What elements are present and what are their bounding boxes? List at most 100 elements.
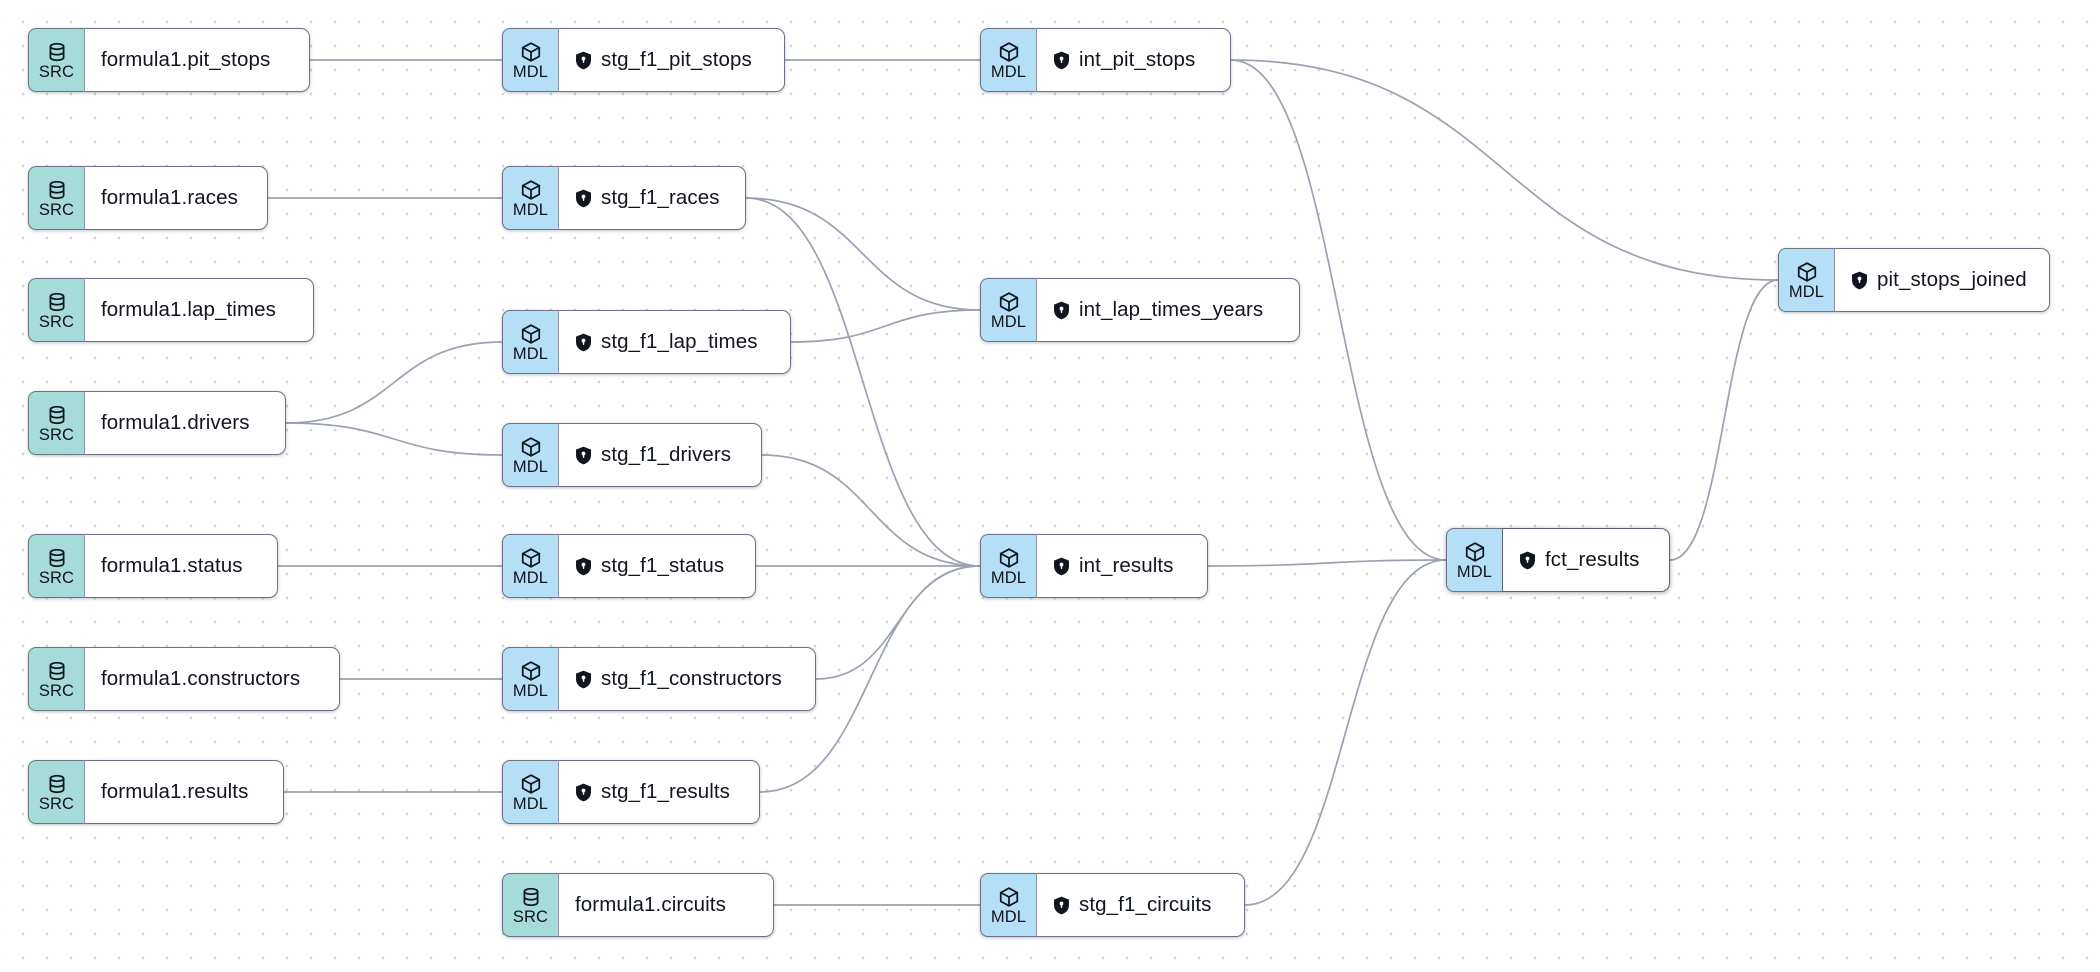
graph-edge-stg_races--int_lap_times_years (745, 197, 981, 311)
node-kind-label: SRC (38, 795, 75, 814)
cube-icon (1464, 541, 1486, 563)
node-kind-label: MDL (512, 682, 549, 701)
node-kind-label: MDL (512, 569, 549, 588)
graph-node-stg_circuits[interactable]: MDL stg_f1_circuits (980, 873, 1245, 937)
node-kind-badge-stg_results: MDL (502, 760, 558, 824)
node-body-stg_constructors[interactable]: stg_f1_constructors (558, 647, 816, 711)
node-body-int_pit_stops[interactable]: int_pit_stops (1036, 28, 1231, 92)
shield-icon (1053, 51, 1070, 70)
cube-icon (998, 547, 1020, 569)
node-kind-badge-src_drivers: SRC (28, 391, 84, 455)
node-kind-label: MDL (512, 795, 549, 814)
node-body-stg_pit_stops[interactable]: stg_f1_pit_stops (558, 28, 785, 92)
node-kind-label: MDL (512, 201, 549, 220)
node-label: int_results (1079, 553, 1174, 577)
graph-node-pit_stops_joined[interactable]: MDL pit_stops_joined (1778, 248, 2050, 312)
database-icon (46, 660, 68, 682)
node-body-src_constructors[interactable]: formula1.constructors (84, 647, 340, 711)
graph-node-src_constructors[interactable]: SRC formula1.constructors (28, 647, 340, 711)
node-body-pit_stops_joined[interactable]: pit_stops_joined (1834, 248, 2050, 312)
node-body-src_results[interactable]: formula1.results (84, 760, 284, 824)
database-icon (46, 404, 68, 426)
node-label: formula1.lap_times (101, 297, 276, 321)
graph-edge-stg_lap_times--int_lap_times_years (790, 309, 981, 343)
shield-icon (1053, 896, 1070, 915)
node-kind-label: SRC (38, 569, 75, 588)
node-body-src_drivers[interactable]: formula1.drivers (84, 391, 286, 455)
node-label: stg_f1_status (601, 553, 725, 577)
node-body-src_pit_stops[interactable]: formula1.pit_stops (84, 28, 310, 92)
graph-edge-stg_races--int_results (745, 197, 981, 567)
node-body-src_circuits[interactable]: formula1.circuits (558, 873, 774, 937)
node-kind-badge-src_results: SRC (28, 760, 84, 824)
node-kind-label: MDL (1788, 283, 1825, 302)
node-kind-label: MDL (512, 458, 549, 477)
node-kind-badge-stg_races: MDL (502, 166, 558, 230)
node-body-stg_races[interactable]: stg_f1_races (558, 166, 746, 230)
node-body-src_status[interactable]: formula1.status (84, 534, 278, 598)
shield-icon (1053, 557, 1070, 576)
node-kind-badge-int_lap_times_years: MDL (980, 278, 1036, 342)
node-body-stg_results[interactable]: stg_f1_results (558, 760, 760, 824)
shield-icon (575, 51, 592, 70)
graph-node-src_results[interactable]: SRC formula1.results (28, 760, 284, 824)
graph-node-src_circuits[interactable]: SRC formula1.circuits (502, 873, 774, 937)
node-kind-badge-src_status: SRC (28, 534, 84, 598)
node-body-stg_circuits[interactable]: stg_f1_circuits (1036, 873, 1245, 937)
node-label: formula1.pit_stops (101, 47, 271, 71)
node-kind-label: SRC (38, 682, 75, 701)
graph-node-src_status[interactable]: SRC formula1.status (28, 534, 278, 598)
graph-node-stg_races[interactable]: MDL stg_f1_races (502, 166, 746, 230)
node-kind-badge-pit_stops_joined: MDL (1778, 248, 1834, 312)
node-kind-label: SRC (512, 908, 549, 927)
graph-node-stg_constructors[interactable]: MDL stg_f1_constructors (502, 647, 816, 711)
database-icon (46, 41, 68, 63)
node-kind-badge-stg_status: MDL (502, 534, 558, 598)
node-kind-label: MDL (990, 908, 1027, 927)
node-body-fct_results[interactable]: fct_results (1502, 528, 1670, 592)
node-body-src_races[interactable]: formula1.races (84, 166, 268, 230)
graph-node-int_pit_stops[interactable]: MDL int_pit_stops (980, 28, 1231, 92)
cube-icon (520, 773, 542, 795)
cube-icon (998, 886, 1020, 908)
graph-edge-int_results--fct_results (1207, 559, 1447, 567)
shield-icon (575, 557, 592, 576)
node-label: stg_f1_races (601, 185, 720, 209)
node-body-int_lap_times_years[interactable]: int_lap_times_years (1036, 278, 1300, 342)
graph-edge-stg_circuits--fct_results (1244, 559, 1447, 906)
node-kind-label: SRC (38, 313, 75, 332)
node-label: formula1.races (101, 185, 238, 209)
shield-icon (1053, 301, 1070, 320)
shield-icon (1519, 551, 1536, 570)
node-kind-badge-src_constructors: SRC (28, 647, 84, 711)
graph-node-src_lap_times[interactable]: SRC formula1.lap_times (28, 278, 314, 342)
node-body-stg_lap_times[interactable]: stg_f1_lap_times (558, 310, 791, 374)
node-kind-badge-int_pit_stops: MDL (980, 28, 1036, 92)
node-kind-label: MDL (1456, 563, 1493, 582)
node-label: stg_f1_lap_times (601, 329, 758, 353)
node-body-stg_status[interactable]: stg_f1_status (558, 534, 756, 598)
graph-node-stg_drivers[interactable]: MDL stg_f1_drivers (502, 423, 762, 487)
node-kind-badge-src_races: SRC (28, 166, 84, 230)
database-icon (46, 773, 68, 795)
node-label: formula1.results (101, 779, 249, 803)
graph-edge-fct_results--pit_stops_joined (1669, 279, 1779, 561)
node-body-src_lap_times[interactable]: formula1.lap_times (84, 278, 314, 342)
graph-node-fct_results[interactable]: MDL fct_results (1446, 528, 1670, 592)
graph-node-stg_results[interactable]: MDL stg_f1_results (502, 760, 760, 824)
cube-icon (520, 323, 542, 345)
graph-node-stg_status[interactable]: MDL stg_f1_status (502, 534, 756, 598)
node-kind-badge-fct_results: MDL (1446, 528, 1502, 592)
graph-edge-src_drivers--stg_drivers (285, 422, 503, 456)
node-kind-label: MDL (990, 63, 1027, 82)
graph-node-src_races[interactable]: SRC formula1.races (28, 166, 268, 230)
node-body-int_results[interactable]: int_results (1036, 534, 1208, 598)
node-body-stg_drivers[interactable]: stg_f1_drivers (558, 423, 762, 487)
